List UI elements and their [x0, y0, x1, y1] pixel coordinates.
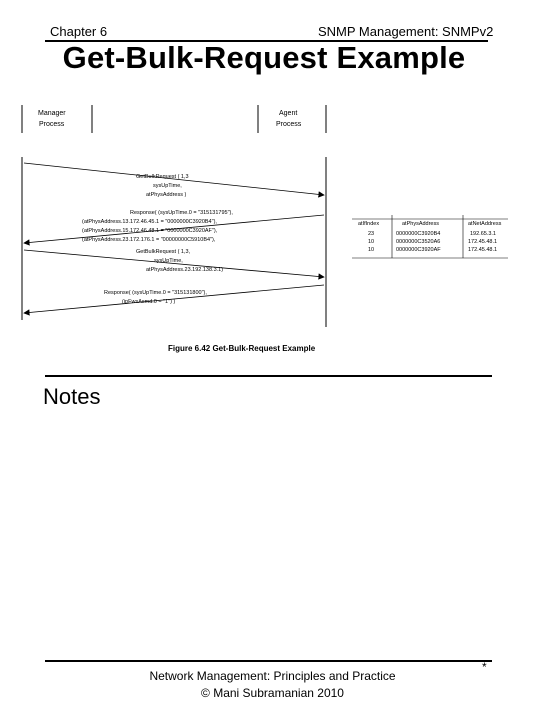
- table-cell: 172.45.48.1: [468, 239, 497, 245]
- msg3-arrow: [23, 249, 325, 280]
- topic-label: SNMP Management: SNMPv2: [318, 24, 494, 39]
- msg1-arrow: [23, 162, 325, 198]
- header-divider: [45, 40, 488, 42]
- notes-divider: [45, 375, 492, 377]
- slide-title: Get-Bulk-Request Example: [62, 40, 466, 75]
- footer-copyright: © Mani Subramanian 2010: [201, 686, 344, 700]
- table-cell: 172.45.48.1: [468, 247, 497, 253]
- figure-caption: Figure 6.42 Get-Bulk-Request Example: [168, 344, 316, 353]
- page-mark: *: [482, 660, 487, 674]
- table-cell: 10: [368, 239, 374, 245]
- table-cell: 0000000C3920B4: [396, 231, 440, 237]
- msg4-line-2: (ipFwsAsmd.0 = "1") ): [122, 299, 175, 305]
- msg1-line-2: sysUpTime,: [153, 183, 182, 189]
- table-cell: 0000000C3920AF: [396, 247, 441, 253]
- agent-label-1: Agent: [279, 110, 297, 117]
- table-header: atNetAddress: [468, 221, 502, 227]
- footer-divider: [45, 660, 492, 662]
- at-table: atIfIndex atPhysAddress atNetAddress 23 …: [352, 215, 508, 259]
- table-cell: 23: [368, 231, 374, 237]
- msg4-arrow: [23, 284, 325, 316]
- table-cell: 10: [368, 247, 374, 253]
- table-cell: 192.65.3.1: [470, 231, 496, 237]
- msg3-line-1: GetBulkRequest ( 1,3,: [136, 249, 191, 255]
- notes-label: Notes: [43, 384, 101, 409]
- agent-label-2: Process: [276, 121, 302, 128]
- table-header: atIfIndex: [358, 221, 379, 227]
- msg2-line-3: (atPhysAddress.15.172.46.48.1 = "0000000…: [82, 228, 218, 234]
- msg2-line-4: (atPhysAddress.23.172.176.1 = "00000000C…: [82, 237, 216, 243]
- msg1-line-3: atPhysAddress ): [146, 192, 187, 198]
- table-cell: 0000000C3520A6: [396, 239, 440, 245]
- msg2-line-2: (atPhysAddress.13.172.46.45.1 = "0000000…: [82, 219, 217, 225]
- table-header: atPhysAddress: [402, 221, 439, 227]
- footer-book-title: Network Management: Principles and Pract…: [149, 669, 396, 683]
- msg4-line-1: Response( (sysUpTime.0 = "315131800"),: [104, 290, 207, 296]
- msg3-line-3: atPhysAddress.23.192.138.3.1): [146, 267, 223, 273]
- manager-label-1: Manager: [38, 110, 66, 117]
- sequence-figure: Manager Process Agent Process GetBulkReq…: [21, 105, 508, 353]
- manager-label-2: Process: [39, 121, 65, 128]
- msg2-arrow: [23, 214, 325, 246]
- msg3-line-2: sysUpTime,: [154, 258, 183, 264]
- msg1-line-1: GetBulkRequest ( 1,3: [136, 174, 189, 180]
- msg2-line-1: Response( (sysUpTime.0 = "315131795"),: [130, 210, 233, 216]
- chapter-label: Chapter 6: [50, 24, 108, 39]
